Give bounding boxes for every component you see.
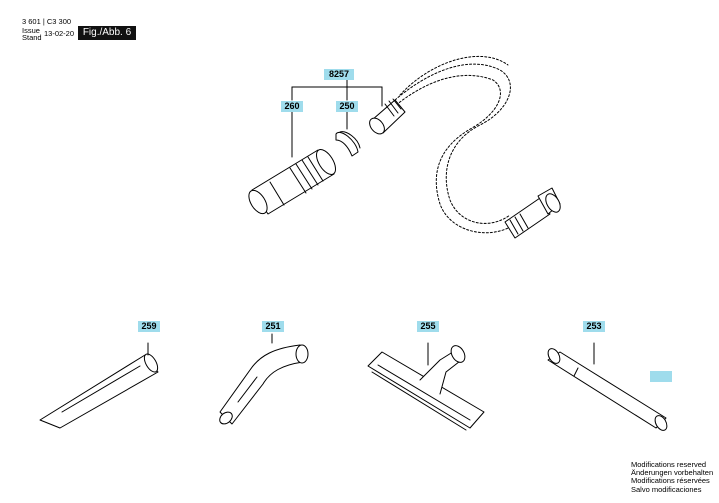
empty-highlight-box [650, 371, 672, 382]
part-tag-260: 260 [281, 101, 303, 112]
group-bracket [291, 79, 383, 158]
crevice-nozzle-259 [39, 342, 159, 429]
note-de: Änderungen vorbehalten [631, 468, 714, 478]
extension-tube-253 [547, 342, 668, 431]
hose-cuff-top [369, 98, 406, 135]
document-number: 3 601 | C3 300 [22, 17, 72, 26]
clip-250 [335, 131, 361, 157]
stand-label: Stand [22, 33, 42, 42]
suction-hose [389, 56, 513, 234]
modification-notes: Modifications reserved Änderungen vorbeh… [631, 460, 714, 494]
part-tag-8257: 8257 [324, 69, 354, 80]
note-en: Modifications reserved [631, 460, 707, 469]
figure-label: Fig./Abb. 6 [78, 26, 136, 40]
issue-label: Issue [22, 26, 40, 35]
part-tag-253: 253 [583, 321, 605, 332]
floor-nozzle-255 [367, 342, 485, 431]
note-es: Salvo modificaciones [631, 484, 702, 494]
adapter-260 [248, 149, 337, 215]
note-fr: Modifications réservées [631, 476, 710, 486]
part-tag-259: 259 [138, 321, 160, 332]
part-tag-255: 255 [417, 321, 439, 332]
bent-tube-251 [219, 333, 309, 425]
hose-cuff-bottom [504, 187, 561, 239]
part-tag-251: 251 [262, 321, 284, 332]
issue-date: 13-02-20 [44, 29, 75, 38]
part-tag-250: 250 [336, 101, 358, 112]
